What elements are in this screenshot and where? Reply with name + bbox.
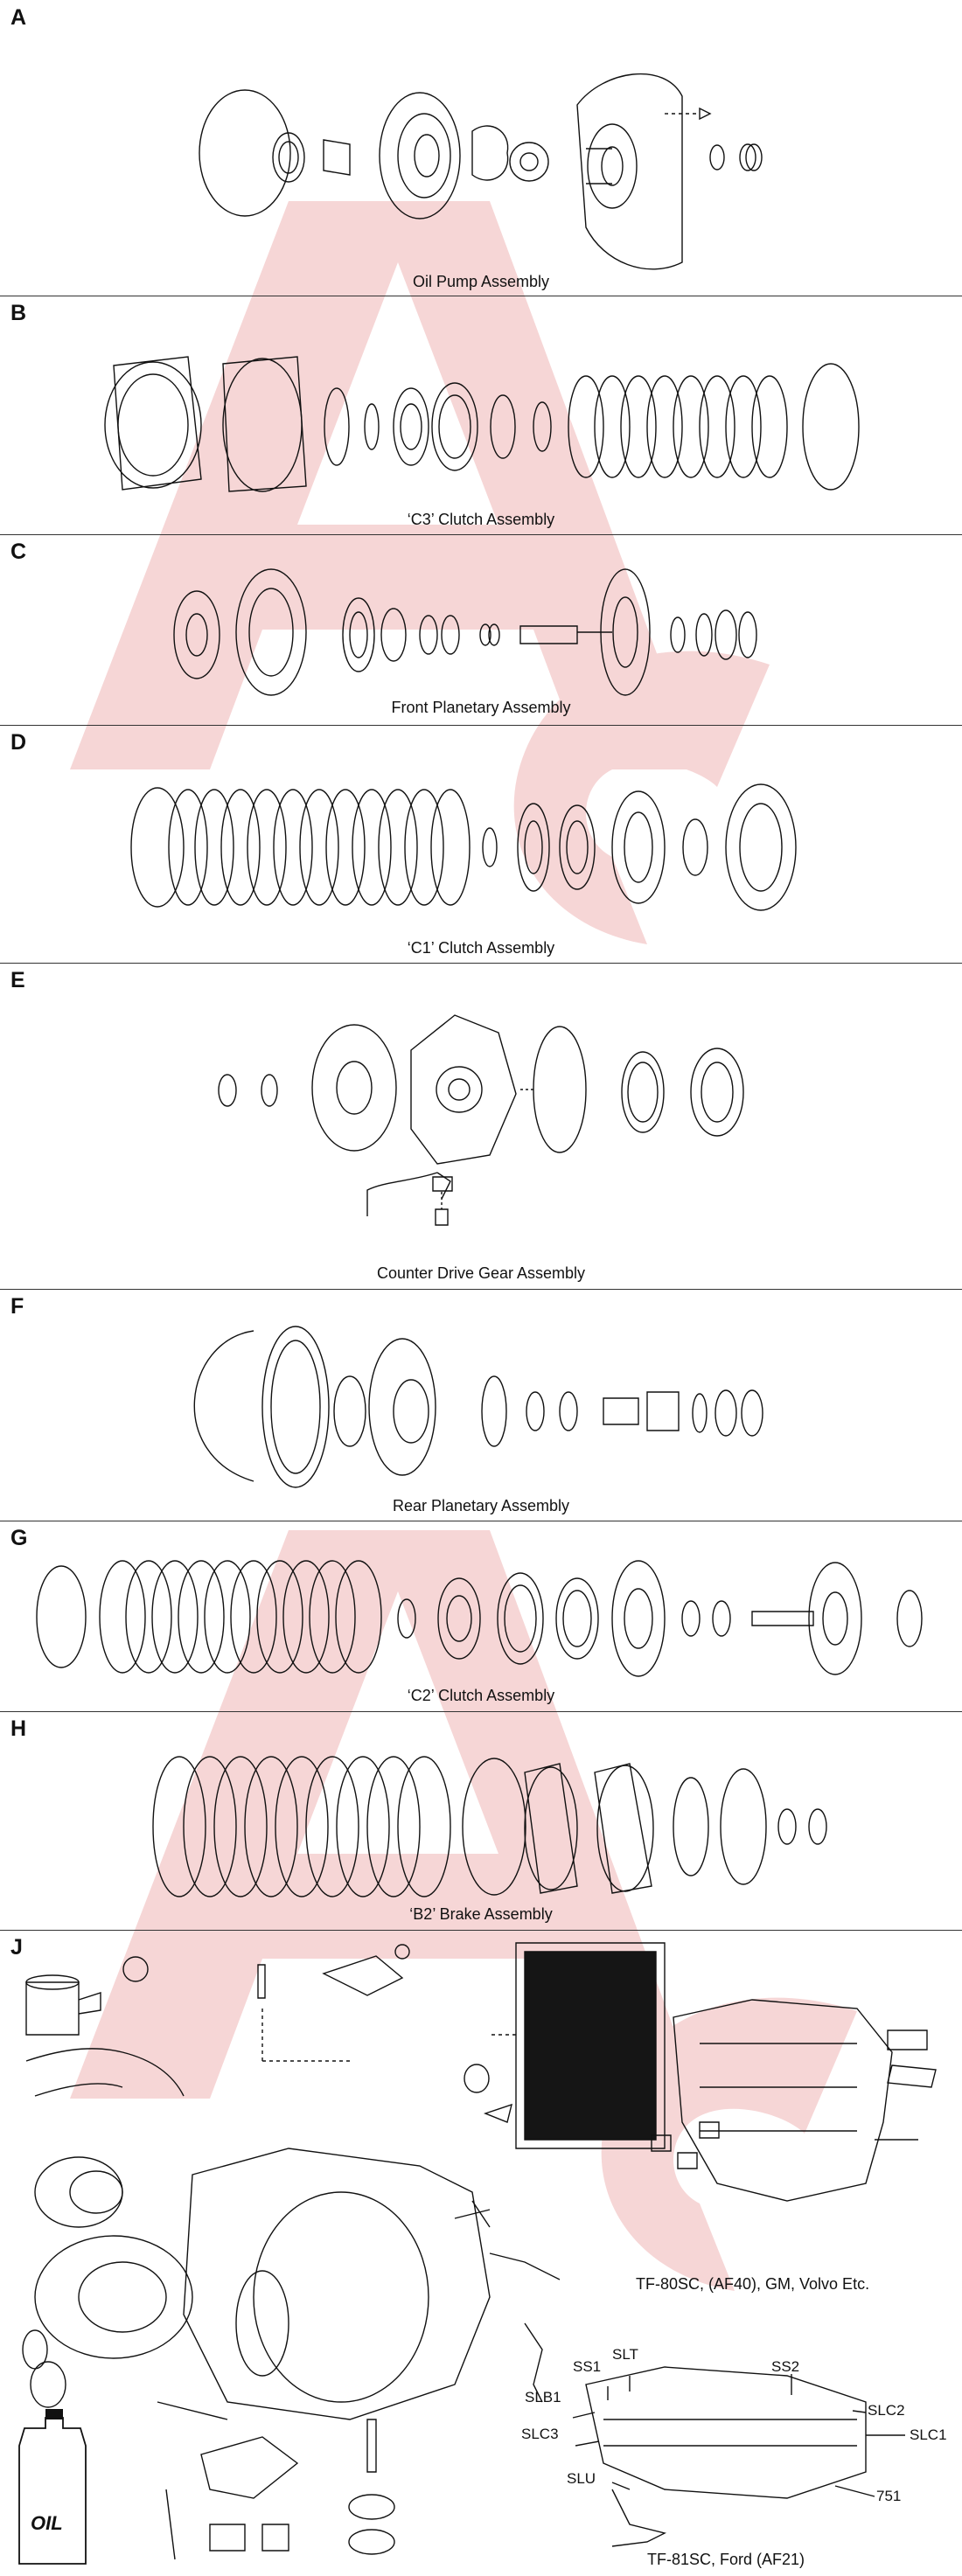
section-letter: E <box>10 968 25 992</box>
section-counter-drive-gear: E Counter Drive Gear Assembly <box>0 963 962 1290</box>
section-letter: G <box>10 1526 28 1550</box>
callout-slc2: SLC2 <box>868 2402 905 2419</box>
oil-pump-exploded-view <box>0 0 962 296</box>
section-c3-clutch: B ‘C3’ Clutch Assembly <box>0 296 962 535</box>
section-b2-brake: H ‘B2’ Brake Assembly <box>0 1711 962 1931</box>
section-caption: Counter Drive Gear Assembly <box>376 1264 586 1282</box>
section-letter: D <box>10 730 27 755</box>
c3-clutch-exploded-view <box>0 296 962 534</box>
section-transmission-case: J <box>0 1930 962 2576</box>
upper-valve-body-label: TF-80SC, (AF40), GM, Volvo Etc. <box>636 2275 870 2293</box>
front-planetary-exploded-view <box>0 534 962 725</box>
callout-slc3: SLC3 <box>521 2426 559 2442</box>
section-letter: F <box>10 1294 24 1319</box>
section-letter: H <box>10 1716 27 1741</box>
section-oil-pump: A Oil Pump Assembly <box>0 0 962 296</box>
section-caption: ‘C2’ Clutch Assembly <box>407 1687 555 1704</box>
section-letter: C <box>10 540 27 564</box>
rear-planetary-exploded-view <box>0 1289 962 1521</box>
callout-ss2: SS2 <box>771 2358 800 2375</box>
b2-brake-exploded-view <box>0 1711 962 1930</box>
section-letter: J <box>10 1935 23 1960</box>
section-caption: ‘B2’ Brake Assembly <box>409 1905 553 1923</box>
section-letter: B <box>10 301 27 325</box>
transmission-case-exploded-view <box>0 1930 962 2576</box>
lower-valve-body-label: TF-81SC, Ford (AF21) <box>647 2551 805 2568</box>
counter-drive-gear-exploded-view <box>0 963 962 1289</box>
oil-bottle-label: OIL <box>31 2512 63 2534</box>
callout-slb1: SLB1 <box>525 2389 561 2405</box>
section-caption: Front Planetary Assembly <box>391 699 571 716</box>
callout-slc1: SLC1 <box>910 2426 947 2443</box>
callout-slt: SLT <box>612 2346 638 2363</box>
c1-clutch-exploded-view <box>0 725 962 963</box>
section-c2-clutch: G ‘C2’ Clutch Assembly <box>0 1521 962 1712</box>
section-c1-clutch: D ‘C1’ Clutch Assembly <box>0 725 962 964</box>
callout-ss1: SS1 <box>573 2358 602 2375</box>
callout-751: 751 <box>876 2488 902 2504</box>
section-rear-planetary: F Rear Planetary Assembly <box>0 1289 962 1521</box>
section-front-planetary: C Front Planetary Assembly <box>0 534 962 726</box>
callout-slu: SLU <box>567 2470 596 2487</box>
c2-clutch-exploded-view <box>0 1521 962 1711</box>
section-caption: Oil Pump Assembly <box>412 273 550 290</box>
section-caption: ‘C1’ Clutch Assembly <box>407 939 555 957</box>
section-caption: Rear Planetary Assembly <box>392 1497 570 1514</box>
section-letter: A <box>10 5 27 30</box>
section-caption: ‘C3’ Clutch Assembly <box>407 511 555 528</box>
